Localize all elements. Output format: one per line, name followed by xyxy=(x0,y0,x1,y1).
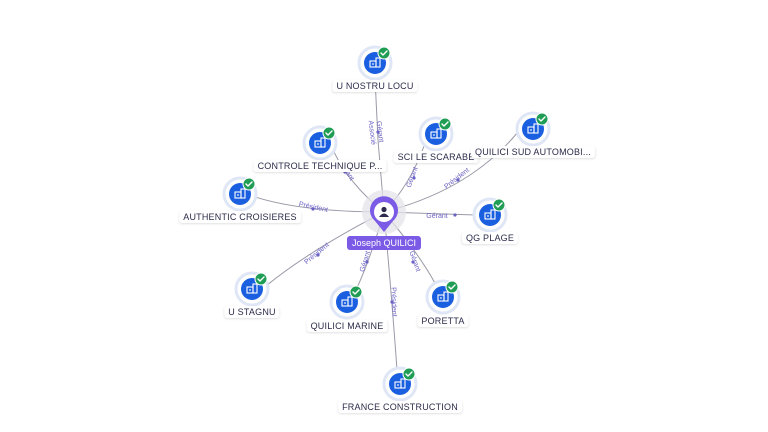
relation-text: Gérant xyxy=(375,121,385,143)
edge-relation-label: Président xyxy=(298,201,328,214)
check-badge-icon xyxy=(349,285,363,299)
company-label-quilici-marine[interactable]: QUILICI MARINE xyxy=(306,320,388,332)
company-node-poretta[interactable] xyxy=(425,279,461,315)
check-badge-icon xyxy=(535,112,549,126)
edge-u-nostru-locu: GérantAssocié xyxy=(367,77,385,213)
company-node-quilici-sud-automobi[interactable] xyxy=(515,111,551,147)
company-label-france-construction[interactable]: FRANCE CONSTRUCTION xyxy=(338,401,462,413)
building-icon xyxy=(314,137,326,148)
person-icon xyxy=(379,206,389,217)
check-badge-icon xyxy=(402,367,416,381)
company-node-sci-le-scarabe[interactable] xyxy=(418,116,454,152)
edge-arrow-dot xyxy=(453,213,457,217)
edge-arrow-dot xyxy=(376,130,380,134)
relation-text: Président xyxy=(298,201,328,214)
person-name-label[interactable]: Joseph QUILICI xyxy=(346,236,422,250)
check-badge-icon xyxy=(438,117,452,131)
relation-text: Gérant xyxy=(359,250,372,273)
relation-text: Président xyxy=(303,242,330,266)
company-node-authentic-croisieres[interactable] xyxy=(222,176,258,212)
edge-arrow-dot xyxy=(411,260,415,264)
relation-text: Gérant xyxy=(426,213,447,220)
company-node-u-nostru-locu[interactable] xyxy=(357,45,393,81)
building-icon xyxy=(484,209,496,220)
edge-arrow-dot xyxy=(412,176,416,180)
check-badge-icon xyxy=(492,198,506,212)
edge-arrow-dot xyxy=(456,178,460,182)
relation-text: Président xyxy=(389,287,397,317)
edge-relation-label: Gérant xyxy=(406,166,420,189)
check-badge-icon xyxy=(377,46,391,60)
company-label-u-nostru-locu[interactable]: U NOSTRU LOCU xyxy=(332,80,418,92)
building-icon xyxy=(246,283,258,294)
relation-text: Président xyxy=(443,167,471,191)
edge-arrow-dot xyxy=(316,253,320,257)
company-node-france-construction[interactable] xyxy=(382,366,418,402)
building-icon xyxy=(369,57,381,68)
edge-arrow-dot xyxy=(311,207,315,211)
edge-relation-label: Président xyxy=(389,287,397,317)
building-icon xyxy=(394,378,406,389)
edge-arrow-dot xyxy=(365,260,369,264)
relation-text: Gérant xyxy=(406,166,420,189)
building-icon xyxy=(234,188,246,199)
company-node-u-stagnu[interactable] xyxy=(234,271,270,307)
company-node-controle-technique[interactable] xyxy=(302,125,338,161)
edge-relation-label: Président xyxy=(443,167,471,191)
building-icon xyxy=(437,291,449,302)
company-label-qg-plage[interactable]: QG PLAGE xyxy=(461,232,519,244)
check-badge-icon xyxy=(445,280,459,294)
company-node-quilici-marine[interactable] xyxy=(329,284,365,320)
edge-arrow-dot xyxy=(390,300,394,304)
check-badge-icon xyxy=(242,177,256,191)
building-icon xyxy=(527,123,539,134)
edge-relation-label: Gérant xyxy=(426,213,447,220)
company-label-quilici-sud-automobi[interactable]: QUILICI SUD AUTOMOBI... xyxy=(471,146,595,158)
edge-relation-label: Président xyxy=(303,242,330,266)
person-node[interactable] xyxy=(362,190,406,234)
company-label-authentic-croisieres[interactable]: AUTHENTIC CROISIERES xyxy=(179,211,301,223)
company-label-poretta[interactable]: PORETTA xyxy=(417,315,469,327)
company-label-sci-le-scarabe[interactable]: SCI LE SCARABE xyxy=(393,151,479,163)
edge-relation-label: Gérant xyxy=(407,250,421,273)
company-label-u-stagnu[interactable]: U STAGNU xyxy=(224,306,280,318)
building-icon xyxy=(430,128,442,139)
check-badge-icon xyxy=(254,272,268,286)
company-label-controle-technique[interactable]: CONTROLE TECHNIQUE P... xyxy=(253,160,387,172)
relation-text: Associé xyxy=(367,120,377,145)
building-icon xyxy=(341,296,353,307)
relation-text: Gérant xyxy=(407,250,421,273)
edge-relation-label: GérantAssocié xyxy=(367,119,385,145)
nodes-layer xyxy=(222,45,551,402)
check-badge-icon xyxy=(322,126,336,140)
edge-line xyxy=(374,77,385,213)
edge-relation-label: Gérant xyxy=(359,250,372,273)
company-node-qg-plage[interactable] xyxy=(472,197,508,233)
